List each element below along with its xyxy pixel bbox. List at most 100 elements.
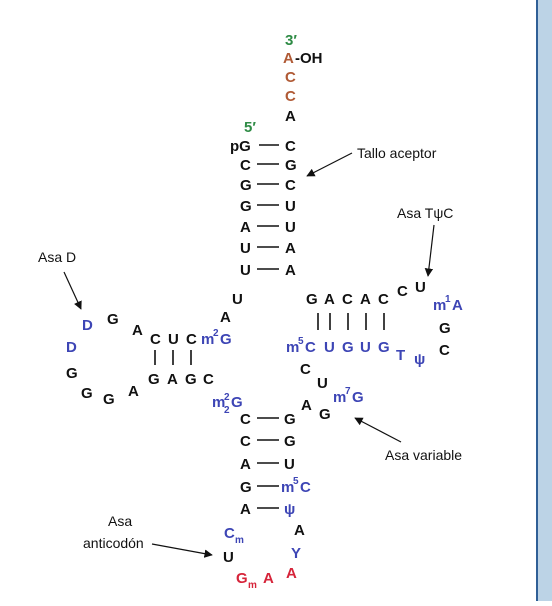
label-asa-d: Asa D bbox=[38, 249, 76, 265]
sidebar bbox=[538, 0, 552, 601]
t-top-g: G bbox=[306, 291, 318, 308]
anticodon-a1: A bbox=[263, 570, 274, 587]
acceptor-pair-4-right: U bbox=[285, 198, 296, 215]
anticodon-gm-sub: m bbox=[248, 580, 257, 591]
acceptor-pair-6-right: A bbox=[285, 240, 296, 257]
five-prime-label: 5′ bbox=[244, 119, 256, 136]
t-top-a1: A bbox=[324, 291, 335, 308]
anticodon-pair-3-left: A bbox=[240, 456, 251, 473]
anticodon-m22g-m: m bbox=[212, 394, 225, 411]
variable-c: C bbox=[300, 361, 311, 378]
d-loop-g1: G bbox=[107, 311, 119, 328]
acceptor-pair-1-right: C bbox=[285, 138, 296, 155]
acceptor-oh-suffix: -OH bbox=[295, 50, 323, 67]
anticodon-m5c-c: C bbox=[300, 479, 311, 496]
acceptor-tail-c2: C bbox=[285, 88, 296, 105]
acceptor-pair-2-right: G bbox=[285, 157, 297, 174]
d-junction-u: U bbox=[232, 291, 243, 308]
d-loop-a2: A bbox=[128, 383, 139, 400]
label-tallo-aceptor: Tallo aceptor bbox=[357, 145, 437, 161]
anticodon-m22g-g: G bbox=[231, 394, 243, 411]
d-junction-a: A bbox=[220, 309, 231, 326]
d-top-c2: C bbox=[186, 331, 197, 348]
t-loop-m1a-m: m bbox=[433, 297, 446, 314]
acceptor-base-pair-lines bbox=[257, 144, 279, 270]
d-loop-d1: D bbox=[82, 317, 93, 334]
anticodon-u: U bbox=[223, 549, 234, 566]
t-m5c-m: m bbox=[286, 339, 299, 356]
d-top-c1: C bbox=[150, 331, 161, 348]
anticodon-pair-5-right: ψ bbox=[284, 501, 295, 518]
acceptor-tail-a: A bbox=[285, 108, 296, 125]
three-prime-label: 3′ bbox=[285, 32, 297, 49]
t-top-a2: A bbox=[360, 291, 371, 308]
acceptor-pair-7-left: U bbox=[240, 262, 251, 279]
variable-m7g-sup: 7 bbox=[345, 386, 351, 397]
variable-a: A bbox=[301, 397, 312, 414]
acceptor-tail-c1: C bbox=[285, 69, 296, 86]
t-loop-m1a-sup: 1 bbox=[445, 294, 451, 305]
d-m2g-m: m bbox=[201, 331, 214, 348]
d-loop-g3: G bbox=[81, 385, 93, 402]
variable-u: U bbox=[317, 375, 328, 392]
d-m2g-sup: 2 bbox=[213, 328, 219, 339]
label-asa-tpsic: Asa TψC bbox=[397, 205, 453, 221]
anticodon-pair-1-left: C bbox=[240, 411, 251, 428]
d-bottom-a: A bbox=[167, 371, 178, 388]
arrow-asa-anticodon bbox=[151, 543, 213, 558]
acceptor-pair-6-left: U bbox=[240, 240, 251, 257]
arrow-asa-variable bbox=[354, 417, 402, 443]
t-bottom-g2: G bbox=[378, 339, 390, 356]
t-top-c2: C bbox=[378, 291, 389, 308]
anticodon-pair-4-left: G bbox=[240, 479, 252, 496]
acceptor-pair-3-right: C bbox=[285, 177, 296, 194]
d-bottom-g2: G bbox=[185, 371, 197, 388]
anticodon-base-pair-lines bbox=[257, 417, 279, 509]
t-base-pair-lines bbox=[317, 313, 385, 330]
anticodon-a3: A bbox=[294, 522, 305, 539]
arrow-asa-tpsic bbox=[424, 224, 435, 277]
label-asa-variable: Asa variable bbox=[385, 447, 462, 463]
anticodon-m5c-sup: 5 bbox=[293, 476, 299, 487]
variable-g: G bbox=[319, 406, 331, 423]
t-loop-g: G bbox=[439, 320, 451, 337]
t-m5c-c: C bbox=[305, 339, 316, 356]
anticodon-cm-c: C bbox=[224, 525, 235, 542]
anticodon-pair-2-left: C bbox=[240, 433, 251, 450]
acceptor-pair-5-right: U bbox=[285, 219, 296, 236]
t-bottom-u1: U bbox=[324, 339, 335, 356]
arrow-asa-d bbox=[63, 271, 82, 310]
anticodon-gm-g: G bbox=[236, 570, 248, 587]
d-bottom-g1: G bbox=[148, 371, 160, 388]
anticodon-pair-3-right: U bbox=[284, 456, 295, 473]
arrow-tallo-aceptor bbox=[306, 152, 353, 177]
t-bottom-u2: U bbox=[360, 339, 371, 356]
t-loop-u: U bbox=[415, 279, 426, 296]
acceptor-pair-1-left: pG bbox=[230, 138, 251, 155]
d-bottom-c: C bbox=[203, 371, 214, 388]
d-top-u: U bbox=[168, 331, 179, 348]
t-loop-c2: C bbox=[439, 342, 450, 359]
d-loop-a1: A bbox=[132, 322, 143, 339]
acceptor-pair-7-right: A bbox=[285, 262, 296, 279]
label-asa-anticodon-line2: anticodón bbox=[83, 535, 144, 551]
acceptor-pair-4-left: G bbox=[240, 198, 252, 215]
anticodon-m5c-m: m bbox=[281, 479, 294, 496]
t-loop-psi: ψ bbox=[414, 351, 425, 368]
t-bottom-g1: G bbox=[342, 339, 354, 356]
d-m2g-g: G bbox=[220, 331, 232, 348]
anticodon-m22g-sup: 2 bbox=[224, 392, 230, 403]
d-loop-g4: G bbox=[103, 391, 115, 408]
t-loop-c: C bbox=[397, 283, 408, 300]
acceptor-oh-a: A bbox=[283, 50, 294, 67]
acceptor-pair-3-left: G bbox=[240, 177, 252, 194]
anticodon-cm-sub: m bbox=[235, 535, 244, 546]
anticodon-y: Y bbox=[291, 545, 301, 562]
sidebar-line bbox=[536, 0, 538, 601]
d-loop-g2: G bbox=[66, 365, 78, 382]
anticodon-pair-2-right: G bbox=[284, 433, 296, 450]
t-m5c-sup: 5 bbox=[298, 336, 304, 347]
anticodon-a2: A bbox=[286, 565, 297, 582]
